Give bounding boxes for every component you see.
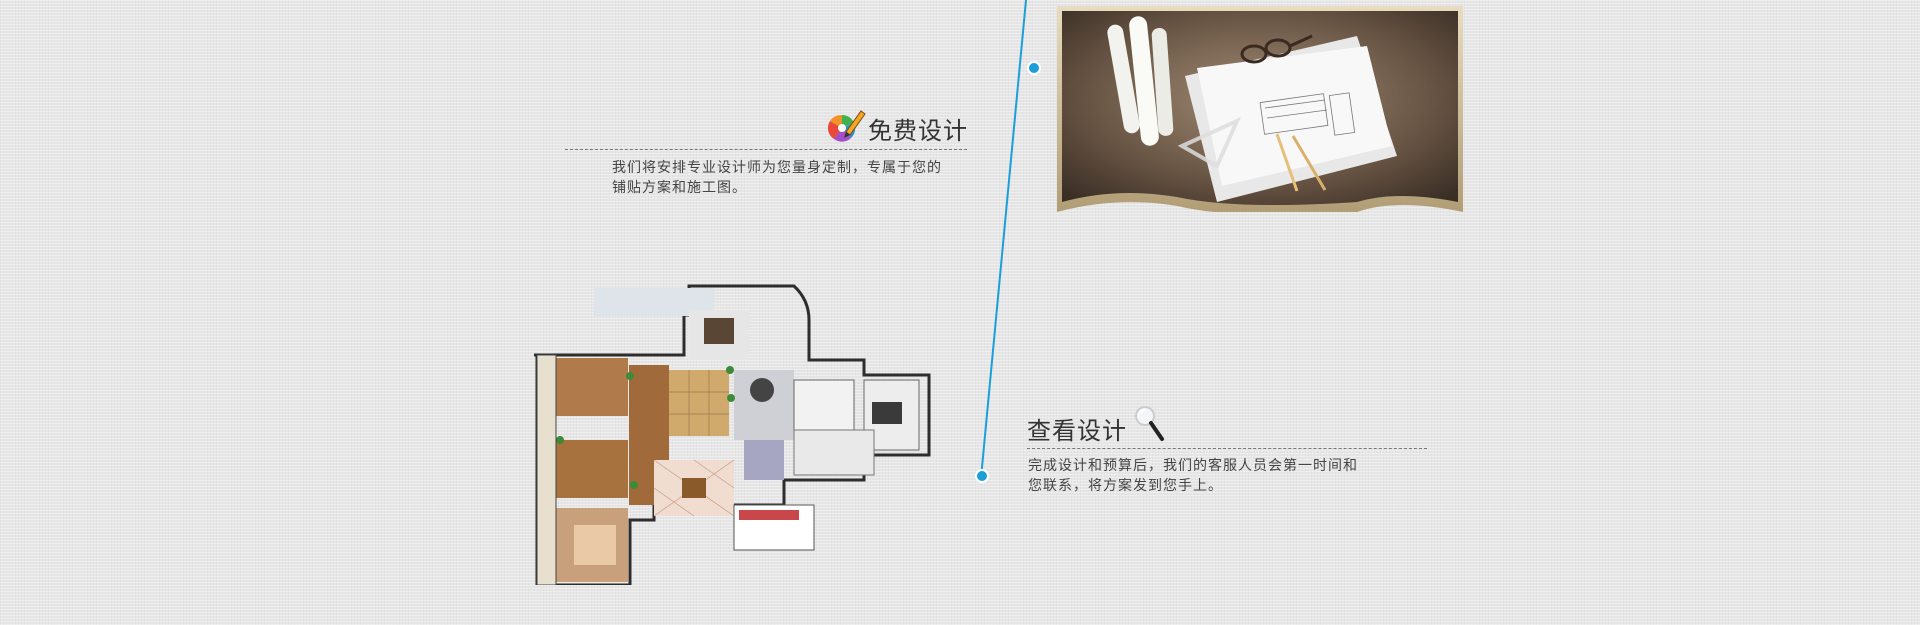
rolled-paper-group <box>1107 16 1174 146</box>
timeline-node-1 <box>1027 61 1041 75</box>
bed-3 <box>574 525 616 565</box>
left-strip <box>536 354 557 585</box>
bathroom <box>793 379 855 431</box>
design-desk-photo <box>1057 6 1463 212</box>
storage <box>793 429 875 476</box>
view-design-title: 查看设计 <box>1027 417 1127 445</box>
pencil-icon <box>827 110 866 142</box>
free-design-divider <box>565 149 967 150</box>
bedroom-1 <box>556 358 628 416</box>
timeline-node-2 <box>975 469 989 483</box>
free-design-description-line2: 铺贴方案和施工图。 <box>612 180 747 196</box>
living-room <box>669 370 729 436</box>
round-table <box>750 378 774 402</box>
view-design-description-line2: 您联系，将方案发到您手上。 <box>1028 478 1223 494</box>
view-design-heading: 查看设计 <box>1027 404 1167 445</box>
view-design-description: 完成设计和预算后，我们的客服人员会第一时间和 您联系，将方案发到您手上。 <box>1028 456 1408 496</box>
kitchen-counter <box>739 510 799 520</box>
dining-table <box>682 478 706 498</box>
floor-plan-image <box>534 284 931 585</box>
study-desk <box>704 318 734 344</box>
elevator <box>744 440 784 480</box>
bedroom-2 <box>556 440 628 498</box>
dark-room <box>872 402 902 424</box>
free-design-title: 免费设计 <box>868 117 968 145</box>
free-design-description-line1: 我们将安排专业设计师为您量身定制，专属于您的 <box>612 160 942 176</box>
timeline-line <box>980 0 1027 479</box>
view-design-divider <box>1027 448 1427 449</box>
view-design-description-line1: 完成设计和预算后，我们的客服人员会第一时间和 <box>1028 458 1358 474</box>
free-design-description: 我们将安排专业设计师为您量身定制，专属于您的 铺贴方案和施工图。 <box>612 158 972 198</box>
free-design-heading: 免费设计 <box>826 108 968 145</box>
magnifier-icon <box>1135 406 1164 441</box>
